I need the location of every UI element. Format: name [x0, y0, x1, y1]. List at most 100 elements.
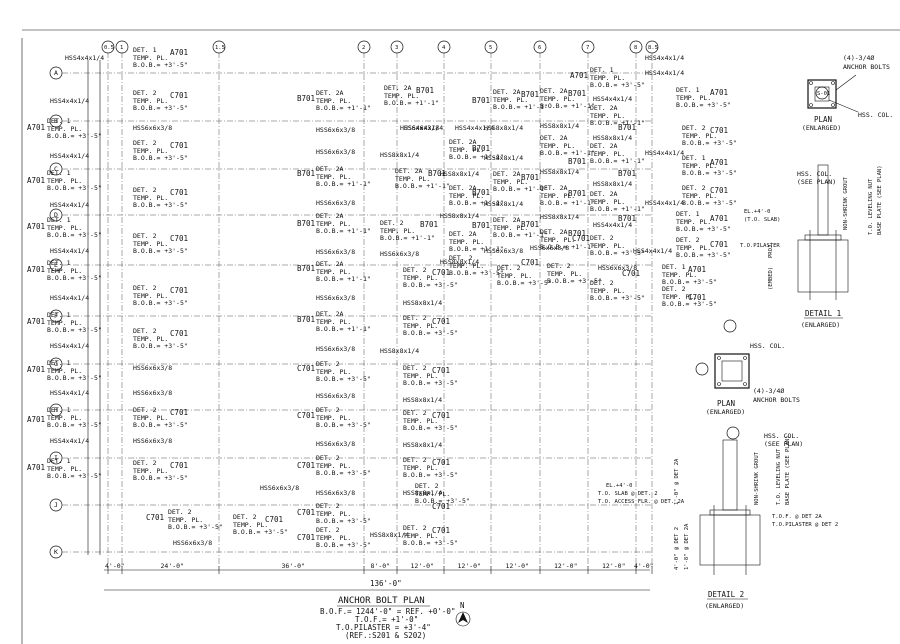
callout-text: A701 [27, 123, 45, 132]
dimension-label: 12'-0" [411, 562, 434, 570]
callout-text: HSS6x6x3/8 [316, 126, 355, 134]
callout-text: B.O.B.= +3'-5" [403, 281, 458, 289]
callout-text: DET. 2 [403, 266, 427, 274]
callout-text: DET. 2A [316, 165, 343, 173]
callout-text: B.O.B.= +3'-5" [47, 472, 102, 480]
callout-text: TEMP. PL. [590, 198, 625, 206]
callout-text: TEMP. PL. [493, 178, 528, 186]
callout-text: B.O.B.= +3'-5" [497, 279, 552, 287]
callout-text: B.O.B.= +3'-5" [133, 421, 188, 429]
callout-text: DET. 2A [316, 89, 343, 97]
callout-text: DET. 2A [449, 138, 476, 146]
callout-text: DET. 2 [676, 236, 700, 244]
col-grid-bubble: 0.5 [101, 40, 115, 54]
callout-text: TEMP. PL. [316, 173, 351, 181]
callout-text: C701 [297, 461, 315, 470]
callout-text: C701 [170, 408, 188, 417]
detail1-proj: PROJ. [768, 241, 774, 258]
callout-text: B.O.B.= +3'-5" [133, 154, 188, 162]
callout-text: B.O.B.= +1'-1" [316, 104, 371, 112]
callout-text: DET. 1 [47, 259, 71, 267]
callout-text: TEMP. PL. [590, 242, 625, 250]
callout-text: B.O.B.= +1'-1" [590, 119, 645, 127]
callout-text: HSS8x8x1/4 [380, 151, 419, 159]
callout-text: C701 [297, 533, 315, 542]
callout-text: TEMP. PL. [316, 318, 351, 326]
callout-text: HSS6x6x3/8 [380, 250, 419, 258]
row-grid-bubble: I [49, 451, 63, 465]
svg-text:N: N [460, 601, 465, 610]
detail-1: HSS. COL. (SEE PLAN) NON-SHRINK GROUT T.… [740, 164, 883, 329]
callout-text: B701 [297, 264, 315, 273]
plan-note-4: (REF.:S201 & S202) [345, 631, 426, 640]
detail2-base: BASE PLATE (SEE PLAN) [785, 435, 791, 505]
dimension-label: 36'-0" [282, 562, 305, 570]
callout-text: B.O.B.= +3'-5" [547, 277, 602, 285]
svg-text:0.5: 0.5 [104, 45, 114, 51]
detail1-base: BASE PLATE (SEE PLAN) [877, 165, 883, 235]
callout-text: HSS8x8x1/4 [440, 258, 479, 266]
callout-text: C701 [710, 186, 728, 195]
callout-text: HSS6x6x3/8 [316, 345, 355, 353]
callout-text: B.O.B.= +3'-5" [133, 247, 188, 255]
callout-text: TEMP. PL. [47, 224, 82, 232]
row-grid-bubble: J [49, 498, 63, 512]
callout-text: C701 [170, 286, 188, 295]
callout-text: HSS6x6x3/8 [133, 437, 172, 445]
dimension-label: 8'-0" [371, 562, 391, 570]
detail2-tof: T.O.F. @ DET 2A [772, 514, 822, 520]
callout-text: B701 [416, 86, 434, 95]
svg-text:2: 2 [362, 45, 365, 51]
svg-text:8.5: 8.5 [648, 45, 658, 51]
callout-text: DET. 2A [540, 228, 567, 236]
svg-text:6: 6 [538, 45, 541, 51]
callout-text: HSS8x8x1/4 [540, 122, 579, 130]
callout-text: TEMP. PL. [133, 194, 168, 202]
detail2-grout: NON-SHRINK GROUT [754, 451, 760, 505]
col-grid-bubble: 2 [357, 40, 371, 54]
plan-enlarged-1: S-01 (4)-3/4Ø ANCHOR BOLTS HSS. COL. PLA… [802, 54, 893, 132]
callout-text: C701 [432, 268, 450, 277]
callout-text: DET. 1 [133, 46, 157, 54]
callout-text: B.O.B.= +1'-1" [449, 153, 504, 161]
callout-text: B701 [568, 89, 586, 98]
north-arrow-icon: N [455, 601, 471, 627]
callout-text: B701 [618, 169, 636, 178]
callout-text: DET. 2A [540, 87, 567, 95]
row-grid-bubble: H [49, 403, 63, 417]
callout-text: B701 [297, 315, 315, 324]
detail2-col: HSS. COL. [764, 432, 799, 440]
callout-text: B.O.B.= +3'-5" [47, 421, 102, 429]
callout-text: DET. 2 [133, 89, 157, 97]
callout-text: TEMP. PL. [590, 287, 625, 295]
plan1-title: PLAN [814, 115, 832, 124]
callout-text: B.O.B.= +3'-5" [676, 101, 731, 109]
row-grid-bubble: E [49, 258, 63, 272]
svg-text:5: 5 [489, 45, 492, 51]
callout-text: B.O.B.= +3'-5" [590, 294, 645, 302]
callout-text: HSS6x6x3/8 [133, 364, 172, 372]
callout-text: HSS4x4x1/4 [50, 247, 89, 255]
svg-text:K: K [54, 548, 58, 556]
callout-text: HSS4x4x1/4 [65, 54, 104, 62]
detail2-topil: T.O.PILASTER @ DET 2 [772, 522, 838, 528]
callout-text: DET. 2 [682, 184, 706, 192]
callout-text: B.O.B.= +3'-5" [403, 424, 458, 432]
callout-text: HSS8x8x1/4 [403, 489, 442, 497]
col-grid-bubble: 8 [629, 40, 643, 54]
callout-text: A701 [688, 265, 706, 274]
callout-text: TEMP. PL. [403, 532, 438, 540]
callout-text: HSS6x6x3/8 [530, 244, 569, 252]
callout-text: B.O.B.= +3'-5" [233, 528, 288, 536]
callout-text: TEMP. PL. [133, 292, 168, 300]
callout-text: B.O.B.= +1'-1" [316, 275, 371, 283]
callout-text: TEMP. PL. [493, 224, 528, 232]
row-grid-bubble: B [49, 114, 63, 128]
callout-text: B.O.B.= +3'-5" [47, 274, 102, 282]
callout-text: DET. 2 [316, 454, 340, 462]
callout-text: B.O.B.= +3'-5" [316, 541, 371, 549]
detail2-slab: T.O. SLAB @ DET. 2 [598, 491, 658, 497]
plan2-bolts: (4)-3/4Ø [753, 387, 784, 395]
svg-text:1.5: 1.5 [215, 45, 225, 51]
